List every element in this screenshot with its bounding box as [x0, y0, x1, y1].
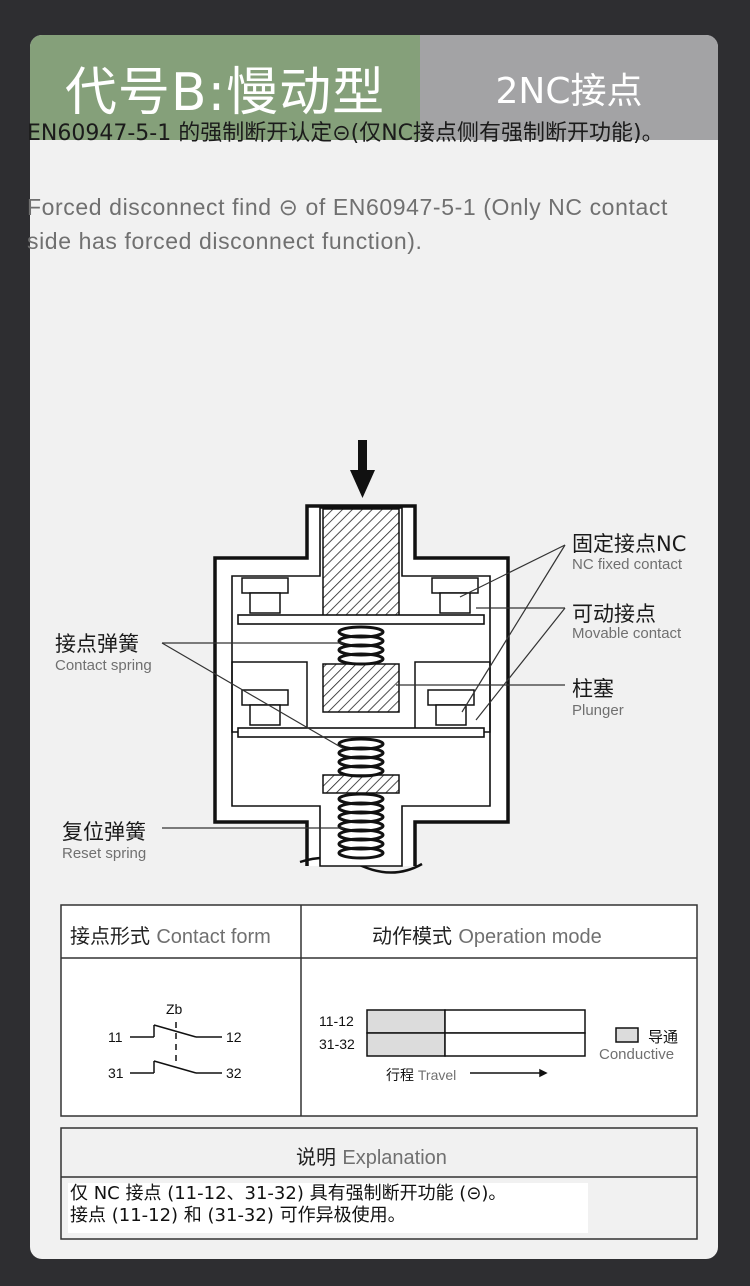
- travel-label-cn: 行程: [386, 1067, 414, 1083]
- header-operation-cn: 动作模式: [372, 924, 452, 948]
- contact-spring-upper: [337, 625, 385, 666]
- reset-spring: [337, 792, 385, 860]
- plunger-middle: [322, 663, 400, 713]
- operation-bars: [366, 1009, 639, 1078]
- label-nc-fixed-cn: 固定接点NC: [572, 532, 687, 556]
- terminal-12: 12: [226, 1029, 242, 1045]
- contact-form-symbol: [130, 1022, 222, 1074]
- legend-conductive-en: Conductive: [599, 1046, 675, 1063]
- explanation-header-cn: 说明: [296, 1145, 336, 1169]
- press-arrow-icon: [350, 440, 375, 498]
- label-movable-cn: 可动接点: [572, 602, 656, 626]
- header-contact-form-cn: 接点形式: [70, 924, 150, 948]
- operation-row-11-12: 11-12: [319, 1013, 354, 1029]
- description-cn: EN60947-5-1 的强制断开认定⊝(仅NC接点侧有强制断开功能)。: [27, 121, 664, 146]
- label-contact-spring-en: Contact spring: [55, 657, 152, 674]
- movable-contact-bar-lower: [237, 727, 485, 738]
- header-operation-en: Operation mode: [458, 926, 602, 948]
- terminal-11: 11: [108, 1029, 123, 1045]
- description-en: Forced disconnect find ⊝ of EN60947-5-1 …: [27, 194, 668, 254]
- explanation-line-2: 接点 (11-12) 和 (31-32) 可作异极使用。: [70, 1205, 406, 1226]
- legend-conductive-cn: 导通: [648, 1029, 679, 1046]
- movable-contact-bar-upper: [237, 614, 485, 625]
- label-plunger-cn: 柱塞: [572, 677, 614, 701]
- contact-zb-label: Zb: [166, 1001, 183, 1017]
- label-movable-en: Movable contact: [572, 625, 682, 642]
- plunger-top: [322, 508, 400, 621]
- explanation-line-1: 仅 NC 接点 (11-12、31-32) 具有强制断开功能 (⊝)。: [70, 1183, 507, 1204]
- terminal-32: 32: [226, 1065, 242, 1081]
- table-header-operation-mode: 动作模式 Operation mode: [372, 920, 602, 949]
- label-reset-spring-en: Reset spring: [62, 845, 147, 862]
- explanation-header-en: Explanation: [342, 1147, 447, 1169]
- header-contact-form-en: Contact form: [156, 926, 271, 948]
- explanation-body: 仅 NC 接点 (11-12、31-32) 具有强制断开功能 (⊝)。 接点 (…: [68, 1183, 588, 1233]
- label-contact-spring-cn: 接点弹簧: [55, 632, 139, 656]
- table-header-contact-form: 接点形式 Contact form: [70, 920, 271, 949]
- label-reset-spring-cn: 复位弹簧: [62, 820, 146, 844]
- page-title: 代号B:慢动型: [30, 35, 420, 140]
- label-plunger-en: Plunger: [572, 702, 624, 719]
- plunger-lower: [322, 774, 400, 794]
- terminal-31: 31: [108, 1065, 124, 1081]
- contact-spring-lower: [337, 737, 385, 778]
- explanation-header: 说明 Explanation: [296, 1141, 447, 1170]
- page-subtitle: 2NC接点: [420, 35, 718, 140]
- label-nc-fixed-en: NC fixed contact: [572, 556, 683, 573]
- travel-label-en: Travel: [417, 1067, 457, 1083]
- operation-row-31-32: 31-32: [319, 1036, 355, 1052]
- travel-label: 行程 Travel: [386, 1065, 456, 1085]
